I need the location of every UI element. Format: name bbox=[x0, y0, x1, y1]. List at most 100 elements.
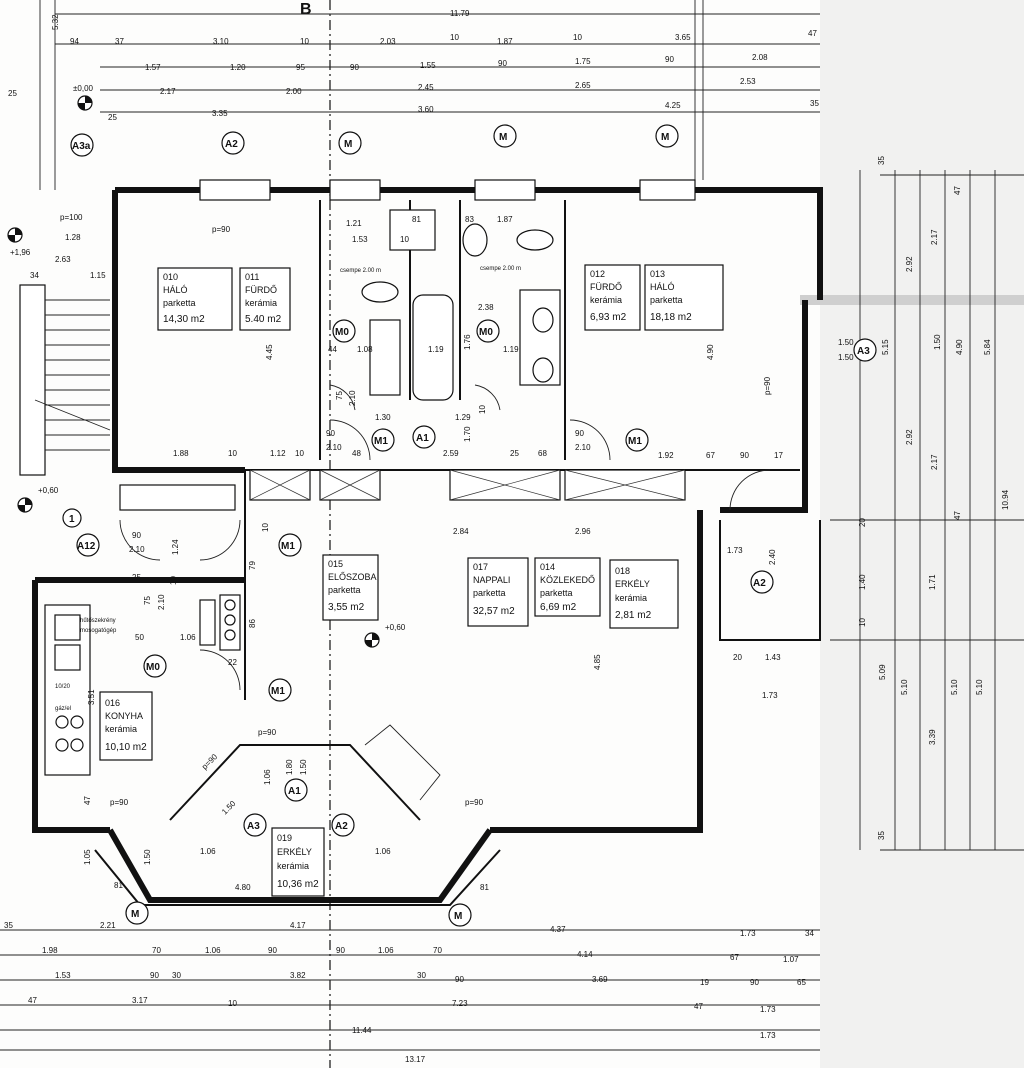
svg-text:2.59: 2.59 bbox=[443, 449, 459, 458]
svg-text:3.51: 3.51 bbox=[87, 689, 96, 705]
svg-text:11.44: 11.44 bbox=[352, 1026, 372, 1035]
svg-text:hűtőszekrény: hűtőszekrény bbox=[80, 618, 116, 624]
svg-text:KONYHA: KONYHA bbox=[105, 711, 143, 721]
svg-text:2.10: 2.10 bbox=[157, 594, 166, 610]
svg-text:3.17: 3.17 bbox=[132, 996, 148, 1005]
svg-text:ERKÉLY: ERKÉLY bbox=[277, 847, 312, 857]
svg-text:kerámia: kerámia bbox=[105, 724, 137, 734]
svg-text:5.09: 5.09 bbox=[878, 664, 887, 680]
svg-text:M: M bbox=[344, 139, 352, 150]
svg-text:70: 70 bbox=[152, 946, 161, 955]
svg-text:10: 10 bbox=[858, 618, 867, 627]
svg-text:kerámia: kerámia bbox=[615, 593, 647, 603]
room-label-013: 013 HÁLÓ parketta 18,18 m2 bbox=[644, 264, 724, 331]
svg-text:3.65: 3.65 bbox=[675, 33, 691, 42]
svg-text:1.73: 1.73 bbox=[760, 1031, 776, 1040]
svg-text:1.98: 1.98 bbox=[42, 946, 58, 955]
svg-text:22: 22 bbox=[228, 658, 237, 667]
svg-text:90: 90 bbox=[740, 451, 749, 460]
svg-text:86: 86 bbox=[248, 619, 257, 628]
svg-text:A1: A1 bbox=[288, 786, 301, 797]
svg-text:2.10: 2.10 bbox=[575, 443, 591, 452]
svg-text:75: 75 bbox=[335, 391, 344, 400]
svg-text:90: 90 bbox=[575, 429, 584, 438]
svg-text:015: 015 bbox=[328, 559, 343, 569]
svg-text:10,36 m2: 10,36 m2 bbox=[277, 879, 319, 890]
svg-text:M: M bbox=[499, 132, 507, 143]
svg-text:M0: M0 bbox=[479, 327, 493, 338]
svg-text:A1: A1 bbox=[416, 433, 429, 444]
svg-text:20: 20 bbox=[733, 653, 742, 662]
svg-text:94: 94 bbox=[70, 37, 79, 46]
svg-text:csempe 2.00 m: csempe 2.00 m bbox=[480, 266, 521, 272]
svg-text:90: 90 bbox=[268, 946, 277, 955]
svg-text:3.60: 3.60 bbox=[418, 105, 434, 114]
svg-text:1.80: 1.80 bbox=[285, 759, 294, 775]
svg-text:HÁLÓ: HÁLÓ bbox=[163, 285, 188, 295]
svg-text:1.07: 1.07 bbox=[783, 955, 799, 964]
svg-text:1.53: 1.53 bbox=[55, 971, 71, 980]
svg-text:95: 95 bbox=[296, 63, 305, 72]
svg-text:5.84: 5.84 bbox=[983, 339, 992, 355]
svg-text:1.12: 1.12 bbox=[270, 449, 286, 458]
svg-text:2.08: 2.08 bbox=[752, 53, 768, 62]
svg-text:1.29: 1.29 bbox=[455, 413, 471, 422]
svg-text:M1: M1 bbox=[374, 436, 388, 447]
svg-text:3.82: 3.82 bbox=[290, 971, 306, 980]
svg-text:M0: M0 bbox=[146, 662, 160, 673]
svg-text:ELŐSZOBA: ELŐSZOBA bbox=[328, 572, 377, 582]
svg-text:4.90: 4.90 bbox=[706, 344, 715, 360]
svg-text:4.25: 4.25 bbox=[665, 101, 681, 110]
svg-text:1.19: 1.19 bbox=[503, 345, 519, 354]
svg-text:10,10 m2: 10,10 m2 bbox=[105, 742, 147, 753]
svg-text:1.53: 1.53 bbox=[352, 235, 368, 244]
svg-text:4.17: 4.17 bbox=[290, 921, 306, 930]
svg-text:35: 35 bbox=[877, 831, 886, 840]
svg-text:4.14: 4.14 bbox=[577, 950, 593, 959]
svg-text:1.06: 1.06 bbox=[378, 946, 394, 955]
top-dimensions: 5.32 11.79 94 37 3.10 10 2.03 10 1.87 10… bbox=[8, 9, 819, 122]
svg-text:010: 010 bbox=[163, 272, 178, 282]
svg-text:50: 50 bbox=[135, 633, 144, 642]
svg-text:019: 019 bbox=[277, 833, 292, 843]
svg-text:kerámia: kerámia bbox=[277, 861, 309, 871]
level-label: ±0,00 bbox=[73, 84, 94, 93]
svg-text:14,30 m2: 14,30 m2 bbox=[163, 314, 205, 325]
svg-text:M1: M1 bbox=[271, 686, 285, 697]
svg-text:32,57 m2: 32,57 m2 bbox=[473, 606, 515, 617]
svg-text:mosogatógép: mosogatógép bbox=[80, 628, 117, 634]
svg-text:2.00: 2.00 bbox=[286, 87, 302, 96]
svg-text:M: M bbox=[454, 911, 462, 922]
svg-text:018: 018 bbox=[615, 566, 630, 576]
level-markers bbox=[7, 95, 380, 648]
svg-text:2.21: 2.21 bbox=[100, 921, 116, 930]
svg-text:parketta: parketta bbox=[650, 295, 683, 305]
svg-text:19: 19 bbox=[700, 978, 709, 987]
svg-text:M1: M1 bbox=[281, 541, 295, 552]
svg-text:1.08: 1.08 bbox=[357, 345, 373, 354]
svg-text:4.45: 4.45 bbox=[265, 344, 274, 360]
svg-text:parketta: parketta bbox=[163, 298, 196, 308]
svg-text:2.92: 2.92 bbox=[905, 429, 914, 445]
svg-text:2.65: 2.65 bbox=[575, 81, 591, 90]
svg-text:4.90: 4.90 bbox=[955, 339, 964, 355]
svg-text:2.45: 2.45 bbox=[418, 83, 434, 92]
svg-text:parketta: parketta bbox=[473, 588, 506, 598]
svg-text:3.10: 3.10 bbox=[213, 37, 229, 46]
svg-text:35: 35 bbox=[810, 99, 819, 108]
wardrobes bbox=[119, 469, 686, 511]
svg-text:2.17: 2.17 bbox=[930, 229, 939, 245]
svg-text:1.73: 1.73 bbox=[762, 691, 778, 700]
svg-text:1.06: 1.06 bbox=[375, 847, 391, 856]
room-label-017: 017 NAPPALI parketta 32,57 m2 bbox=[467, 557, 529, 627]
svg-text:65: 65 bbox=[797, 978, 806, 987]
room-label-015: 015 ELŐSZOBA parketta 3,55 m2 bbox=[322, 554, 379, 621]
svg-text:44: 44 bbox=[328, 345, 337, 354]
svg-text:10: 10 bbox=[169, 576, 178, 585]
svg-text:90: 90 bbox=[132, 531, 141, 540]
svg-text:10: 10 bbox=[228, 449, 237, 458]
fixture-labels: csempe 2.00 m csempe 2.00 m hűtőszekrény… bbox=[55, 266, 521, 712]
svg-text:83: 83 bbox=[465, 215, 474, 224]
svg-text:37: 37 bbox=[115, 37, 124, 46]
svg-text:10: 10 bbox=[300, 37, 309, 46]
